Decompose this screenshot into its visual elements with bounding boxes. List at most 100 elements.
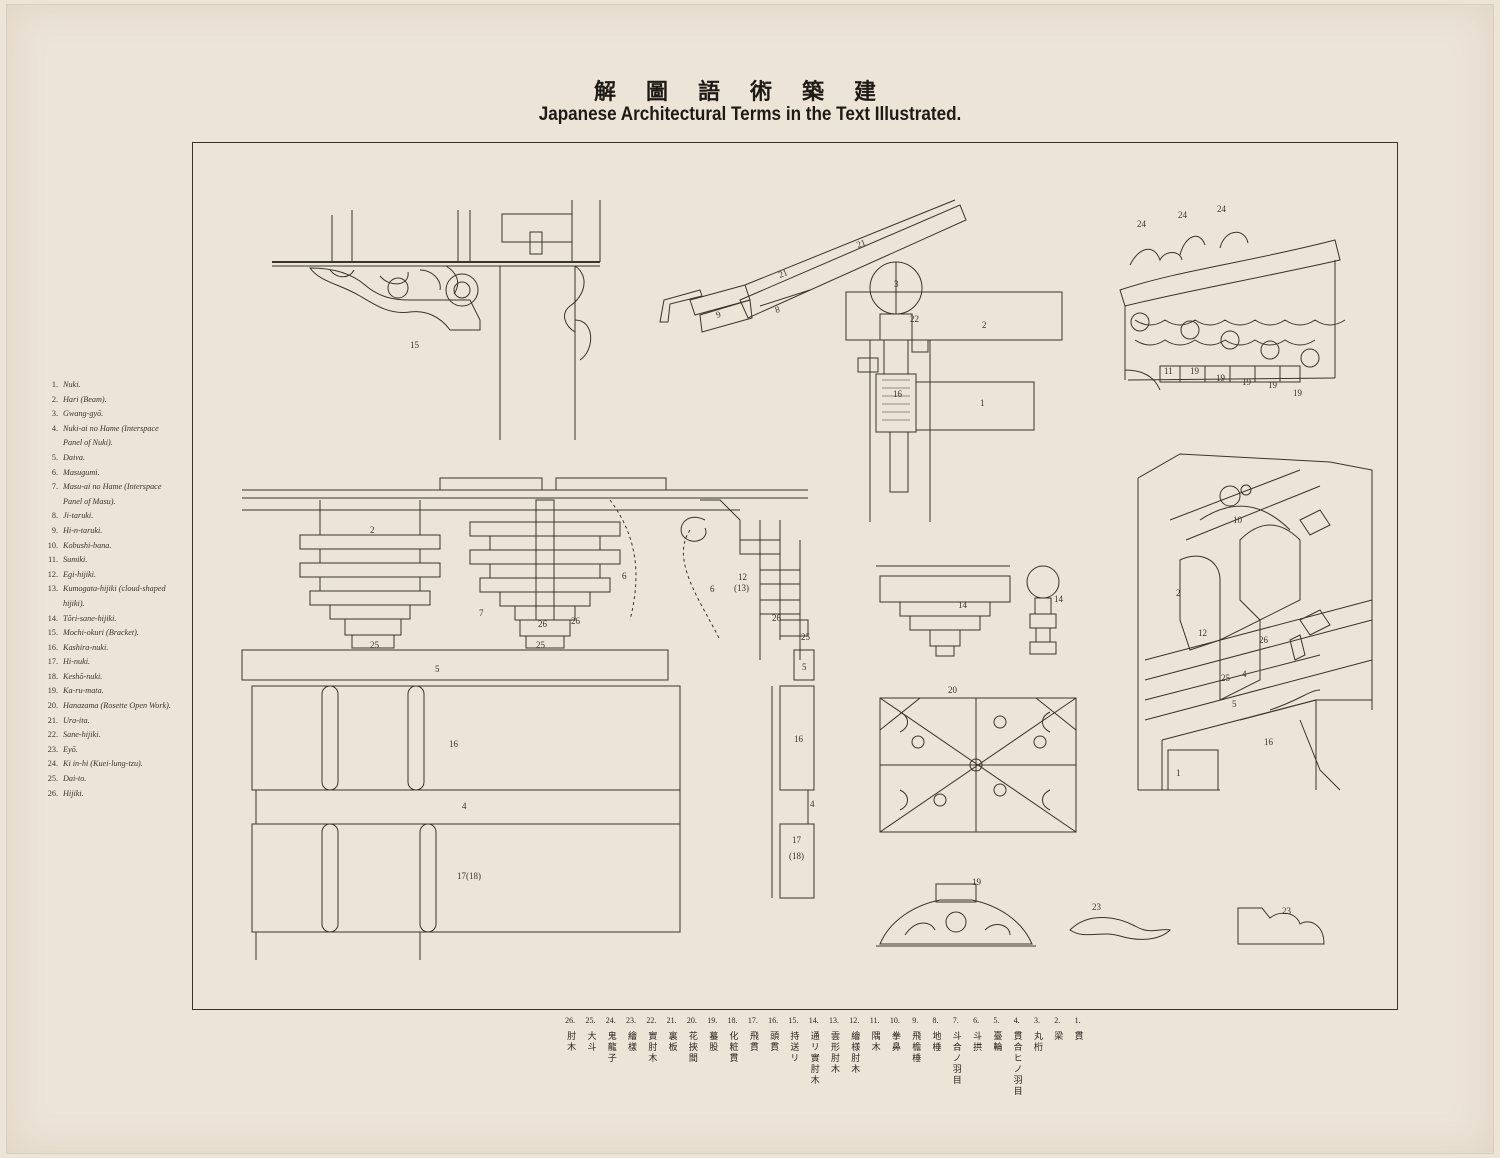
legend-item: Panel of Nuki). — [34, 436, 194, 451]
jp-legend-item-text: 飛檐棰 — [910, 1031, 921, 1064]
jp-legend-item-number: 14. — [808, 1016, 819, 1025]
legend-item-number: 13. — [47, 584, 58, 594]
english-legend: 1.Nuki.2.Hari (Beam).3.Gwang-gyō.4.Nuki-… — [34, 378, 194, 801]
legend-item-number: 26. — [47, 788, 58, 798]
jp-legend-item-text: 肘木 — [565, 1031, 576, 1053]
label-elev-16b: 16 — [794, 734, 804, 744]
legend-item-text: Egi-hijiki. — [63, 569, 96, 579]
jp-legend-item: 21.裏板 — [661, 1016, 681, 1126]
label-purlin: 3 — [894, 279, 899, 289]
label-elev-17: 17 — [792, 835, 802, 845]
label-eyo-23b: 23 — [1282, 906, 1292, 916]
jp-legend-item: 23.繪樣 — [621, 1016, 641, 1126]
legend-item-number — [34, 495, 63, 510]
jp-legend-item: 16.頭貫 — [763, 1016, 783, 1126]
roof-ridge-drawing — [1119, 231, 1346, 391]
jp-legend-item-number: 9. — [912, 1016, 919, 1025]
legend-item: 10.Kobushi-bana. — [34, 539, 194, 554]
jp-legend-item-number: 18. — [727, 1016, 738, 1025]
label-bracket: 15 — [410, 340, 420, 350]
legend-item-text: Keshō-nuki. — [63, 671, 103, 681]
jp-legend-item: 11.隅木 — [864, 1016, 884, 1126]
legend-item-text: Masugumi. — [63, 467, 100, 477]
legend-item: 2.Hari (Beam). — [34, 393, 194, 408]
hijiki-detail-drawing — [876, 565, 1060, 657]
label-iso-26: 26 — [1259, 635, 1269, 645]
jp-legend-item: 6.斗拱 — [966, 1016, 986, 1126]
legend-item-number: 16. — [47, 642, 58, 652]
legend-item-text: Panel of Nuki). — [63, 438, 113, 448]
label-nuki: 1 — [980, 398, 985, 408]
jp-legend-item: 15.持送リ — [783, 1016, 803, 1126]
label-iso-16: 16 — [1264, 737, 1274, 747]
jp-legend-item-text: 大斗 — [585, 1031, 596, 1053]
jp-legend-item-number: 1. — [1074, 1016, 1081, 1025]
label-elev-25a: 25 — [370, 640, 380, 650]
jp-legend-item-text: 貫合ヒノ羽目 — [1011, 1031, 1022, 1097]
legend-item: 18. Keshō-nuki. — [34, 670, 194, 685]
jp-legend-item-text: 化粧貫 — [727, 1031, 738, 1064]
label-elev-4a: 4 — [462, 801, 467, 811]
jp-legend-item: 17.飛貫 — [743, 1016, 763, 1126]
legend-item-number: 25. — [47, 774, 58, 784]
legend-item: 4.Nuki-ai no Hame (Interspace — [34, 422, 194, 437]
jp-legend-item-text: 貫 — [1072, 1031, 1083, 1042]
legend-item-text: Hijiki. — [63, 788, 84, 798]
legend-item: 11.Sumiki. — [34, 553, 194, 568]
legend-item-number: 9. — [51, 525, 58, 535]
label-ura-ita-a: 21 — [777, 267, 789, 280]
legend-item-text: Masu-ai no Hame (Interspace — [63, 482, 162, 492]
jp-legend-item-number: 26. — [565, 1016, 576, 1025]
legend-item-text: Hi-n-taruki. — [63, 525, 103, 535]
jp-legend-item-number: 25. — [585, 1016, 596, 1025]
jp-legend-item-text: 花挾間 — [686, 1031, 697, 1064]
label-elev-5b: 5 — [802, 662, 807, 672]
jp-legend-item: 5.臺輪 — [986, 1016, 1006, 1126]
jp-legend-item-text: 斗拱 — [971, 1031, 982, 1053]
label-sane: 22 — [910, 314, 919, 324]
label-roof-24c: 24 — [1217, 204, 1227, 214]
jp-legend-item-number: 23. — [626, 1016, 637, 1025]
legend-item: 9. Hi-n-taruki. — [34, 524, 194, 539]
label-iso-1: 1 — [1176, 768, 1181, 778]
jp-legend-item-text: 裏板 — [666, 1031, 677, 1053]
jp-legend-item: 25. 大斗 — [580, 1016, 600, 1126]
legend-item-number: 10. — [47, 540, 58, 550]
legend-item-number: 20. — [47, 701, 58, 711]
label-rafter-b: 8 — [774, 304, 782, 315]
legend-item: 7.Masu-ai no Hame (Interspace — [34, 480, 194, 495]
legend-item: 15.Mochi-okuri (Bracket). — [34, 626, 194, 641]
jp-legend-item-text: 雲形肘木 — [829, 1031, 839, 1075]
label-roof-19e: 19 — [1293, 388, 1303, 398]
legend-item-number: 18. — [47, 671, 58, 681]
jp-legend-item-number: 13. — [829, 1016, 839, 1025]
jp-legend-item-number: 16. — [768, 1016, 779, 1025]
jp-legend-item-text: 通リ實肘木 — [808, 1031, 819, 1086]
label-elev-2: 2 — [370, 525, 375, 535]
label-hijiki-14b: 14 — [1054, 594, 1064, 604]
legend-item: 1.Nuki. — [34, 378, 194, 393]
label-elev-18: (18) — [789, 851, 804, 861]
jp-legend-item-text: 實肘木 — [646, 1031, 657, 1064]
jp-legend-item-text: 隅木 — [869, 1031, 880, 1053]
label-eyo-23a: 23 — [1092, 902, 1102, 912]
label-roof-19a: 19 — [1190, 366, 1200, 376]
label-elev-6b: 6 — [710, 584, 715, 594]
label-roof-19b: 19 — [1216, 373, 1226, 383]
jp-legend-item-text: 臺輪 — [991, 1031, 1002, 1053]
jp-legend-item-text: 蟇股 — [707, 1031, 718, 1053]
label-iso-10: 10 — [1233, 515, 1243, 525]
jp-legend-item: 10.拳鼻 — [885, 1016, 905, 1126]
title-japanese: 解圖語術築建 — [593, 80, 906, 105]
jp-legend-item: 26. 肘木 — [560, 1016, 580, 1126]
legend-item: 25.Dai-to. — [34, 772, 194, 787]
label-elev-7: 7 — [479, 608, 484, 618]
isometric-bracket-drawing — [1137, 453, 1373, 791]
label-elev-25b: 25 — [536, 640, 546, 650]
legend-item: 20.Hanazama (Rosette Open Work). — [34, 699, 194, 714]
legend-item-text: Sane-hijiki. — [63, 730, 101, 740]
front-elevation-drawing — [241, 477, 815, 960]
page-edge — [6, 4, 1494, 1154]
jp-legend-item: 18. 化粧貫 — [722, 1016, 742, 1126]
legend-item-text: Sumiki. — [63, 555, 88, 565]
